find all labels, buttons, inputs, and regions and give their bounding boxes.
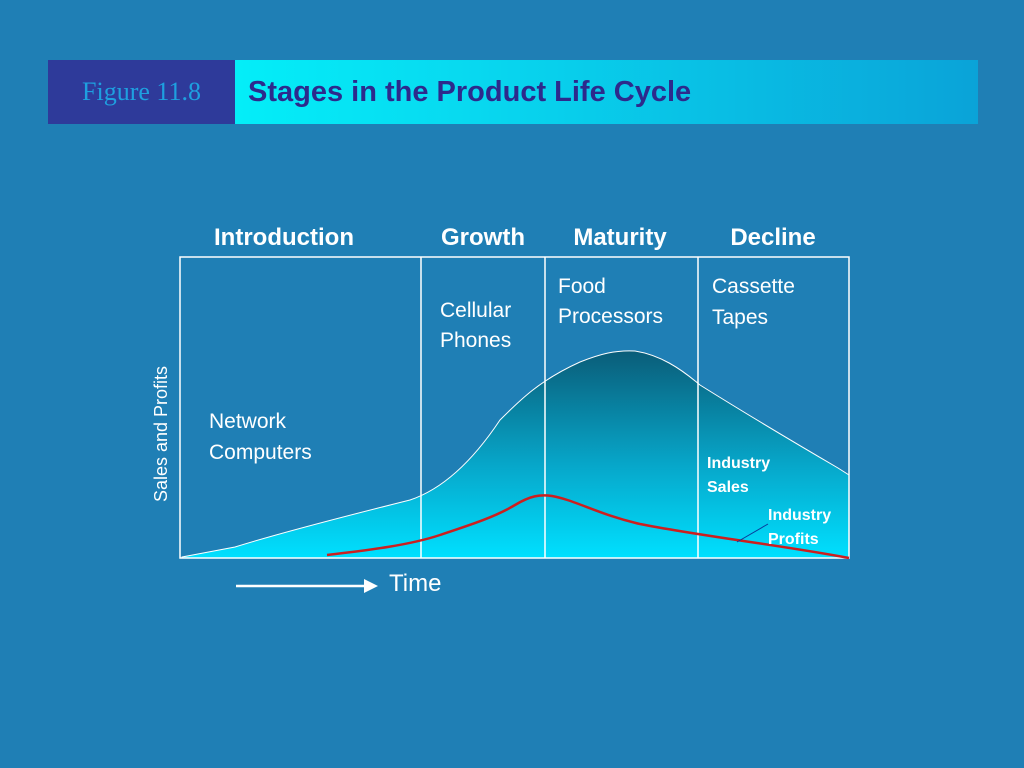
industry-profits-label-line2: Profits bbox=[768, 531, 819, 548]
example-introduction-line1: Network bbox=[209, 410, 287, 433]
example-maturity-line2: Processors bbox=[558, 305, 663, 328]
figure-label: Figure 11.8 bbox=[82, 77, 201, 106]
page-title: Stages in the Product Life Cycle bbox=[248, 76, 692, 108]
industry-sales-area bbox=[181, 350, 850, 559]
profits-leader-line bbox=[736, 523, 769, 543]
stage-growth-label: Growth bbox=[441, 224, 525, 251]
industry-profits-line bbox=[326, 494, 850, 560]
industry-sales-label-line1: Industry bbox=[707, 455, 770, 472]
example-maturity-line1: Food bbox=[558, 275, 606, 298]
title-bar: Figure 11.8 Stages in the Product Life C… bbox=[48, 60, 978, 124]
figure-label-box bbox=[48, 60, 235, 124]
stage-maturity-label: Maturity bbox=[573, 224, 667, 251]
example-decline-line1: Cassette bbox=[712, 275, 795, 298]
y-axis-label: Sales and Profits bbox=[151, 366, 171, 502]
time-arrow-head bbox=[364, 579, 378, 593]
example-decline-line2: Tapes bbox=[712, 306, 768, 329]
example-growth-line1: Cellular bbox=[440, 299, 511, 322]
stage-introduction-label: Introduction bbox=[214, 224, 354, 251]
plot-frame bbox=[179, 256, 850, 559]
industry-profits-label-line1: Industry bbox=[768, 507, 831, 524]
stage-decline-label: Decline bbox=[730, 224, 815, 251]
example-introduction-line2: Computers bbox=[209, 441, 312, 464]
example-growth-line2: Phones bbox=[440, 329, 511, 352]
industry-sales-label-line2: Sales bbox=[707, 479, 749, 496]
x-axis-label: Time bbox=[389, 570, 441, 597]
